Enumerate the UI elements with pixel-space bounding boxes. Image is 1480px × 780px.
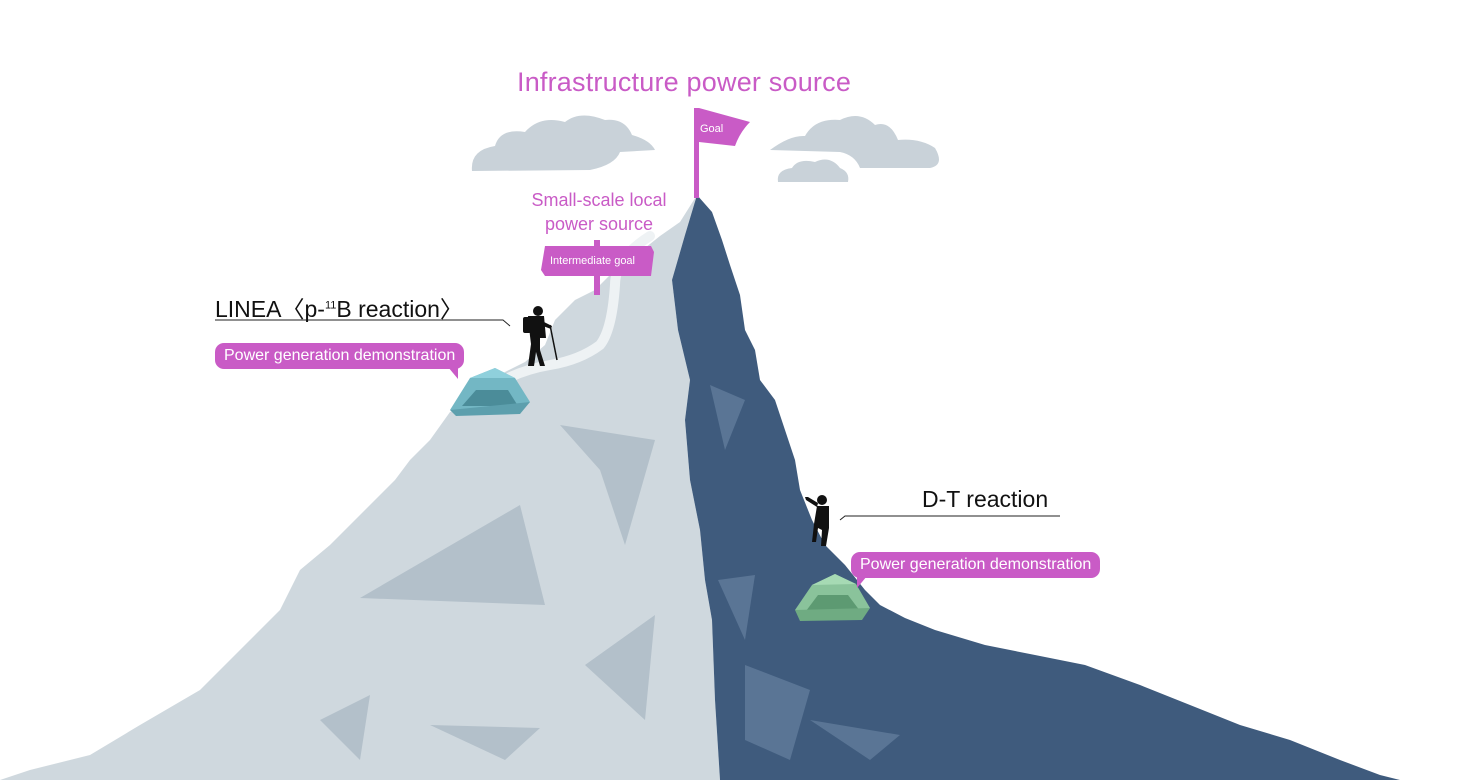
left-route-milestone-badge: Power generation demonstration <box>215 343 465 379</box>
mountain-dark-facets <box>710 385 900 760</box>
left-route-name-prefix: LINEA〈p- <box>215 296 325 322</box>
goal-heading: Infrastructure power source <box>517 67 852 97</box>
left-route-name-sup: 11 <box>324 299 337 312</box>
hiker-icon <box>523 306 558 366</box>
right-route-name: D-T reaction <box>922 486 1049 512</box>
goal-flag-icon <box>694 108 750 198</box>
intermediate-heading-line2: power source <box>544 214 654 234</box>
intermediate-sign-label: Intermediate goal <box>550 255 635 267</box>
tent-right-icon <box>795 574 870 621</box>
cloud-right-bottom <box>777 159 849 182</box>
pointer-lines <box>215 319 1060 521</box>
mountain-light-side <box>0 195 720 780</box>
mountain-dark-side <box>672 195 1400 780</box>
right-route-milestone-badge: Power generation demonstration <box>851 552 1101 588</box>
tent-left-icon <box>450 368 530 416</box>
cloud-right-top <box>770 116 939 168</box>
goal-flag-label: Goal <box>700 123 724 135</box>
left-route-name: LINEA〈p-11B reaction〉 <box>215 290 463 324</box>
intermediate-heading-line1: Small-scale local <box>531 190 667 210</box>
left-route-name-suffix: B reaction〉 <box>336 296 463 322</box>
cloud-left <box>471 115 655 171</box>
climber-icon <box>805 495 829 546</box>
intermediate-heading: Small-scale local power source <box>518 188 680 236</box>
mountain-light-facets <box>320 425 655 760</box>
signpost-icon <box>541 240 654 295</box>
